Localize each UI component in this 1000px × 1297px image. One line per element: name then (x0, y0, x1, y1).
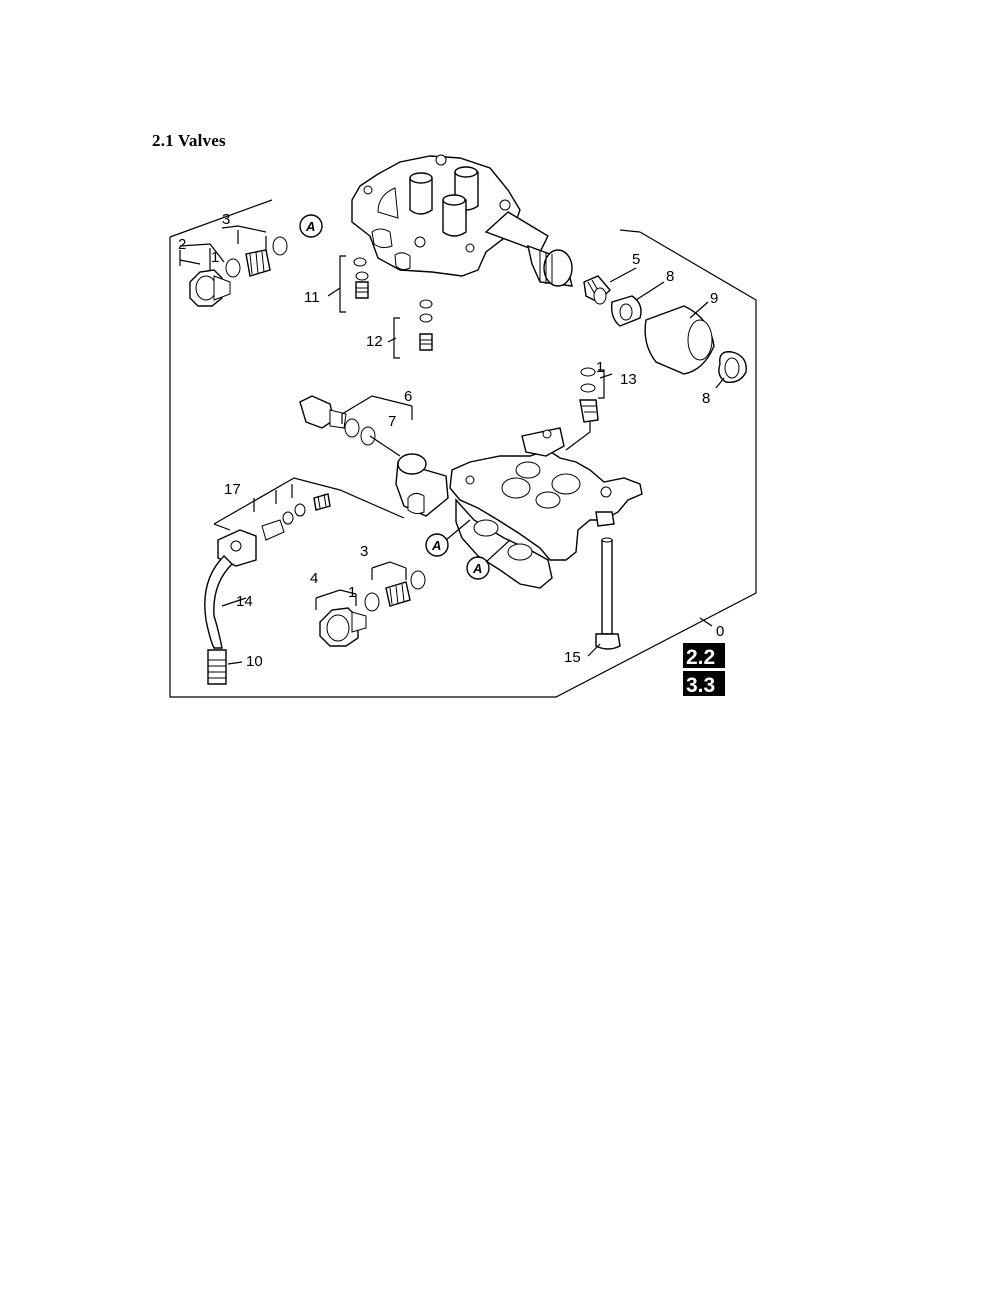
valve-group-right (583, 275, 747, 383)
callout-10: 10 (246, 653, 263, 670)
callout-1-top: 1 (211, 249, 219, 266)
ref-badge-bg-1 (683, 643, 725, 668)
ref-badge-2-2: 2.2 (686, 646, 715, 669)
callout-7: 7 (388, 413, 396, 430)
callout-2: 2 (178, 236, 186, 253)
ref-badge-3-3: 3.3 (686, 674, 715, 697)
valve-group-17 (204, 477, 405, 685)
callout-4: 4 (310, 570, 318, 587)
circle-ref-a3: A (472, 561, 482, 576)
callout-5: 5 (632, 251, 640, 268)
callout-6: 6 (404, 388, 412, 405)
valve-group-6-7 (299, 367, 605, 457)
circle-ref-a2: A (431, 538, 441, 553)
ref-badge-bg-2 (683, 671, 725, 696)
callout-labels: 2 1 3 11 12 5 8 9 8 6 7 13 1 17 14 10 3 … (178, 211, 724, 670)
callout-1-right: 1 (596, 359, 604, 376)
valve-group-top-left: A (179, 214, 323, 307)
callout-1-bottom: 1 (348, 584, 356, 601)
valve-group-lower-left: A A (315, 519, 511, 647)
callout-3-top: 3 (222, 211, 230, 228)
callout-3-bottom: 3 (360, 543, 368, 560)
callout-12: 12 (366, 333, 383, 350)
callout-14: 14 (236, 593, 253, 610)
circle-ref-a1: A (305, 219, 315, 234)
valve-group-11-12 (339, 255, 433, 359)
pump-body-lower (395, 427, 643, 589)
bolt-15 (595, 537, 621, 650)
reference-badges: 2.2 3.3 (683, 643, 725, 697)
callout-11: 11 (304, 289, 320, 306)
pump-head-upper (351, 154, 573, 287)
callout-9: 9 (710, 290, 718, 307)
callout-15: 15 (564, 649, 581, 666)
callout-0: 0 (716, 623, 724, 640)
callout-13: 13 (620, 371, 637, 388)
callout-8-bottom: 8 (702, 390, 710, 407)
callout-17: 17 (224, 481, 241, 498)
section-title: 2.1 Valves (152, 131, 226, 150)
isometric-frame (169, 199, 757, 698)
callout-8-top: 8 (666, 268, 674, 285)
leader-lines (221, 229, 725, 665)
